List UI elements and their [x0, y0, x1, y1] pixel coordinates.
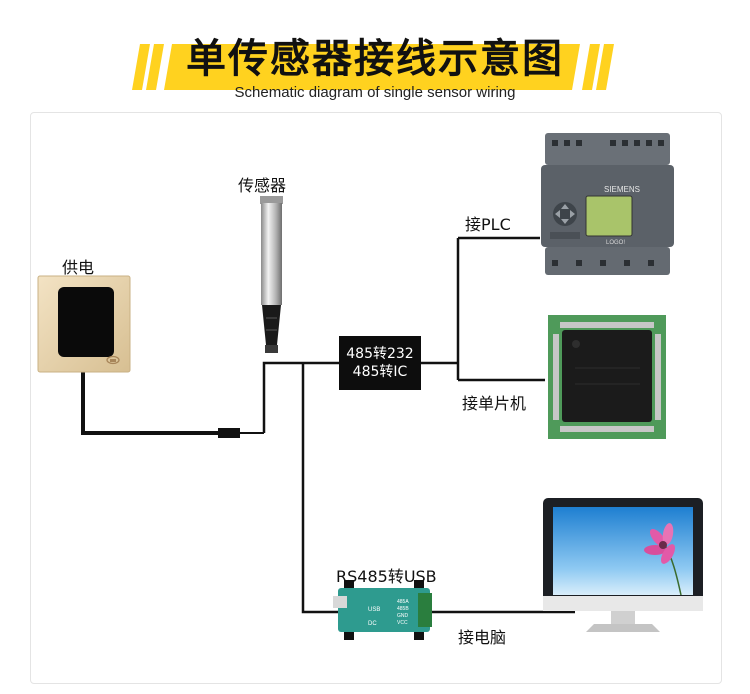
- mcu-board: [548, 315, 666, 439]
- usb-converter-label: RS485转USB: [336, 567, 437, 586]
- mcu-label: 接单片机: [462, 394, 527, 413]
- plc-brand: SIEMENS: [604, 185, 640, 194]
- terminal-label: 485A: [397, 599, 409, 605]
- dc-port-label: DC: [368, 621, 377, 627]
- plc-label: 接PLC: [465, 215, 511, 234]
- title-banner: [132, 44, 614, 90]
- converter-label-ic: 485转IC: [352, 364, 408, 380]
- page-title: 单传感器接线示意图: [186, 36, 564, 82]
- sensor-label: 传感器: [238, 176, 287, 195]
- usb-port-label: USB: [368, 607, 380, 613]
- power-cable: [81, 352, 264, 438]
- power-label: 供电: [62, 258, 95, 277]
- signal-wires: [262, 236, 575, 614]
- computer-monitor: [543, 498, 703, 632]
- usb-converter-module: USB DC 485A 485B GND VCC: [333, 580, 432, 640]
- plc-device: SIEMENS LOGO!: [541, 133, 674, 275]
- terminal-label: VCC: [397, 620, 408, 626]
- terminal-label: GND: [397, 613, 409, 619]
- plc-model: LOGO!: [606, 240, 625, 246]
- power-socket: [37, 275, 131, 373]
- flower-icon: [644, 523, 682, 596]
- terminal-label: 485B: [397, 606, 409, 612]
- converter-label-232: 485转232: [346, 346, 414, 362]
- computer-label: 接电脑: [458, 628, 507, 647]
- page-subtitle: Schematic diagram of single sensor wirin…: [234, 84, 516, 101]
- sensor-probe: [260, 196, 283, 353]
- converter-box: 485转232 485转IC: [339, 336, 421, 390]
- phone-icon: [106, 355, 120, 365]
